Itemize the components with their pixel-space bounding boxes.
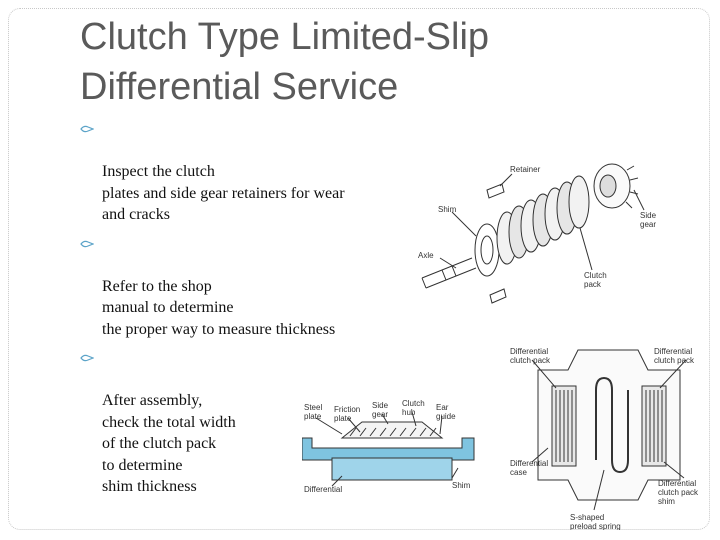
label-line: guide xyxy=(436,412,456,421)
label-line: preload spring xyxy=(570,522,621,530)
bullet-arrow-icon xyxy=(80,354,94,362)
label-retainer: Retainer xyxy=(510,165,541,174)
label-line: clutch pack xyxy=(654,356,695,365)
label-line: gear xyxy=(372,410,388,419)
slide-frame xyxy=(8,8,710,530)
bullet-arrow-icon xyxy=(80,125,94,133)
label-shim: Shim xyxy=(452,481,471,490)
label-line: plate xyxy=(304,412,322,421)
slide-title: Clutch Type Limited-Slip Differential Se… xyxy=(80,12,680,112)
label-line: plate xyxy=(334,414,352,423)
label-line: pack xyxy=(584,280,602,289)
label-axle: Axle xyxy=(418,251,434,260)
bullet-item: Inspect the clutch plates and side gear … xyxy=(80,118,390,226)
label-line: gear xyxy=(640,220,656,229)
bullet-item: After assembly, check the total width of… xyxy=(80,347,390,498)
title-line-2: Differential Service xyxy=(80,66,399,108)
bullet-item: Refer to the shop manual to determine th… xyxy=(80,233,390,341)
bullet-arrow-icon xyxy=(80,240,94,247)
bullet-text: After assembly, check the total width of… xyxy=(102,392,236,495)
label-line: clutch pack xyxy=(658,488,699,497)
bullet-text: Refer to the shop manual to determine th… xyxy=(102,277,336,338)
bullet-text: Inspect the clutch plates and side gear … xyxy=(102,163,345,223)
label-line: hub xyxy=(402,408,416,417)
label-line: shim xyxy=(658,497,675,506)
label-shim: Shim xyxy=(438,205,457,214)
title-line-1: Clutch Type Limited-Slip xyxy=(80,16,490,58)
label-line: case xyxy=(510,468,527,477)
label-differential-cover: Differentialcover xyxy=(304,485,342,496)
bullet-list: Inspect the clutch plates and side gear … xyxy=(80,118,390,505)
label-line: cover xyxy=(304,494,324,496)
label-line: clutch pack xyxy=(510,356,551,365)
